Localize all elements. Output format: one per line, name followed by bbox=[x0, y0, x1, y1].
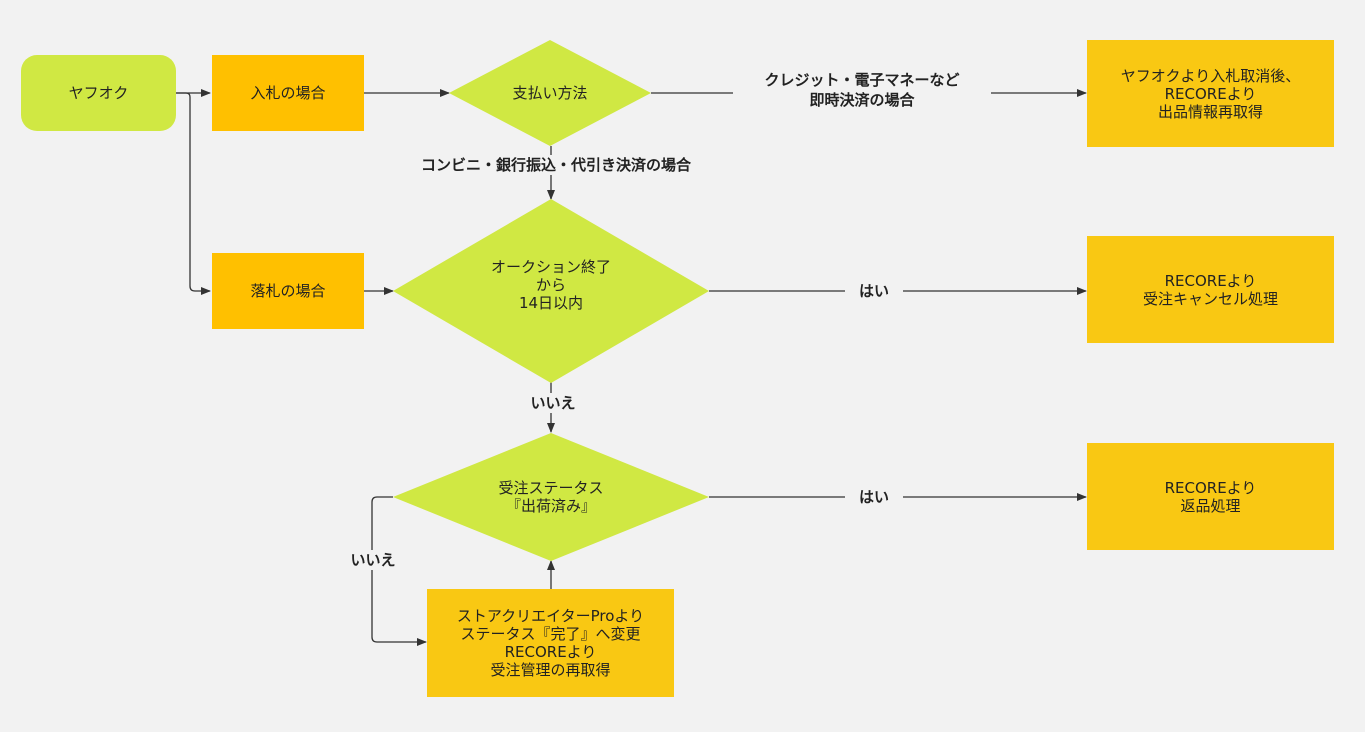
payment-method-label: 支払い方法 bbox=[512, 84, 588, 102]
cancel-bid-label: ヤフオクより入札取消後、 RECOREより 出品情報再取得 bbox=[1120, 66, 1301, 121]
edge-label-other-payment: コンビニ・銀行振込・代引き決済の場合 bbox=[382, 155, 730, 175]
edge-label-yes-14days: はい bbox=[845, 281, 903, 301]
cancel-bid-box[interactable]: ヤフオクより入札取消後、 RECOREより 出品情報再取得 bbox=[1087, 40, 1334, 147]
edge-label-no-status: いいえ bbox=[339, 550, 407, 570]
store-creator-label: ストアクリエイターProより ステータス『完了』へ変更 RECOREより 受注管… bbox=[456, 607, 645, 679]
edge-start-to-win bbox=[176, 92, 211, 295]
start-label: ヤフオク bbox=[68, 84, 129, 102]
win-case-label: 落札の場合 bbox=[250, 282, 326, 300]
return-process-label: RECOREより 返品処理 bbox=[1164, 478, 1257, 515]
bid-case-box[interactable]: 入札の場合 bbox=[212, 55, 364, 131]
return-process-box[interactable]: RECOREより 返品処理 bbox=[1087, 443, 1334, 550]
win-case-box[interactable]: 落札の場合 bbox=[212, 253, 364, 329]
start-node-yafuoku[interactable]: ヤフオク bbox=[21, 55, 176, 131]
edge-label-no-14days: いいえ bbox=[519, 393, 587, 413]
edge-label-yes-status: はい bbox=[845, 487, 903, 507]
order-status-label: 受注ステータス 『出荷済み』 bbox=[498, 479, 604, 515]
payment-method-decision[interactable]: 支払い方法 bbox=[449, 40, 651, 146]
order-status-decision[interactable]: 受注ステータス 『出荷済み』 bbox=[393, 433, 709, 561]
cancel-order-box[interactable]: RECOREより 受注キャンセル処理 bbox=[1087, 236, 1334, 343]
within-14-days-label: オークション終了 から 14日以内 bbox=[490, 258, 611, 312]
within-14-days-decision[interactable]: オークション終了 から 14日以内 bbox=[393, 199, 709, 383]
bid-case-label: 入札の場合 bbox=[250, 84, 326, 102]
store-creator-box[interactable]: ストアクリエイターProより ステータス『完了』へ変更 RECOREより 受注管… bbox=[427, 589, 674, 697]
cancel-order-label: RECOREより 受注キャンセル処理 bbox=[1142, 271, 1278, 308]
edge-label-instant-payment: クレジット・電子マネーなど 即時決済の場合 bbox=[733, 70, 991, 110]
